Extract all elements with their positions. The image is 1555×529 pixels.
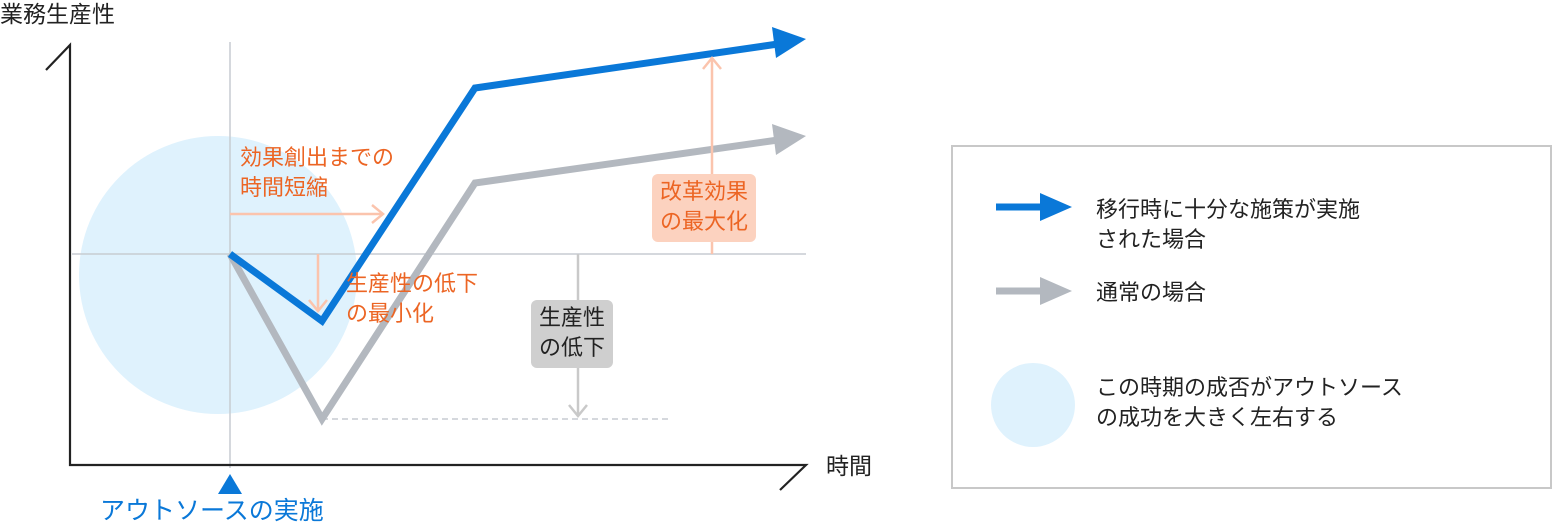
legend-blue-arrowhead — [1040, 193, 1072, 221]
x-axis-label: 時間 — [826, 454, 872, 480]
decline-arrowhead — [568, 404, 588, 418]
maximize-rise-arrowhead — [702, 56, 722, 70]
time-shorten-arrowhead — [371, 204, 385, 224]
critical-period-circle — [79, 136, 357, 414]
outsourcing-marker-label: アウトソースの実施 — [100, 496, 324, 525]
maximize-effect-label: 改革効果 の最大化 — [652, 174, 757, 242]
normal-case-line — [226, 136, 779, 426]
legend-gray-arrowhead — [1040, 277, 1072, 305]
y-axis-label: 業務生産性 — [0, 2, 115, 28]
improved-case-line — [227, 40, 779, 326]
legend-item-circle: この時期の成否がアウトソース の成功を大きく左右する — [1096, 376, 1403, 431]
minimize-drop-arrowhead — [308, 299, 328, 313]
outsourcing-marker-triangle — [218, 474, 242, 494]
axes — [45, 42, 809, 491]
legend-circle-swatch — [991, 363, 1075, 447]
legend — [951, 145, 1552, 489]
legend-item-improved: 移行時に十分な施策が実施 された場合 — [1096, 198, 1361, 253]
decline-label: 生産性 の低下 — [531, 300, 614, 368]
time-shorten-label: 効果創出までの 時間短縮 — [240, 146, 395, 201]
improved-case-arrowhead — [772, 27, 806, 58]
normal-case-arrowhead — [772, 124, 806, 155]
legend-item-normal: 通常の場合 — [1096, 281, 1207, 306]
minimize-decline-label: 生産性の低下 の最小化 — [346, 272, 479, 327]
